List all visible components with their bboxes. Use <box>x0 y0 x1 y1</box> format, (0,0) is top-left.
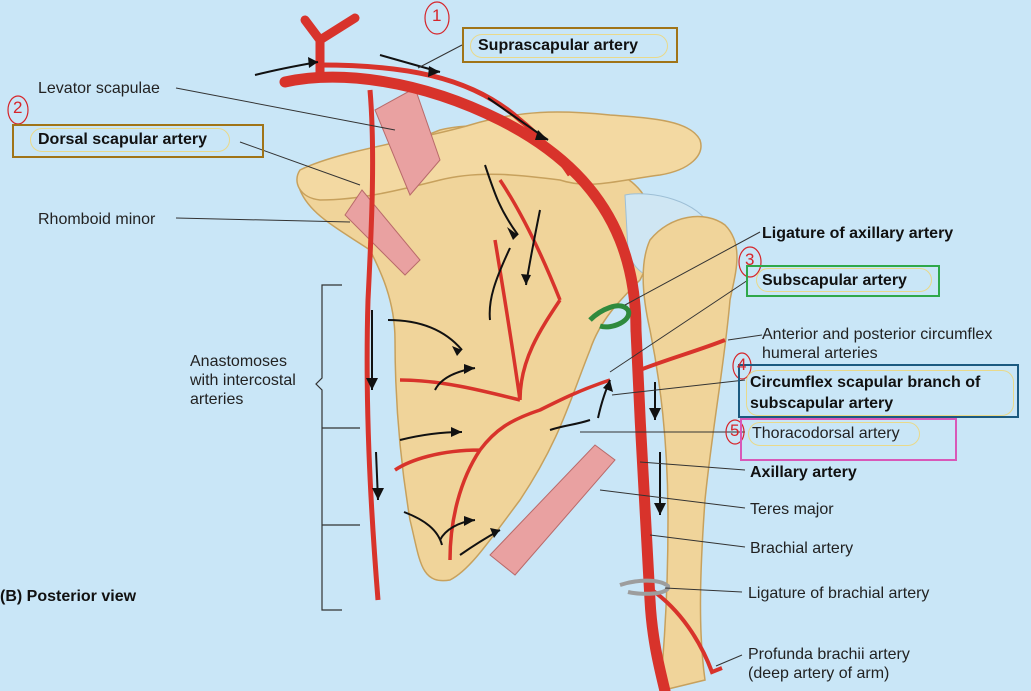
label-anastomoses-3: arteries <box>190 391 244 408</box>
label-circumflex-humeral-1: Anterior and posterior circumflex <box>762 326 993 343</box>
label-circumflex-scapular-1: Circumflex scapular branch of <box>750 374 981 391</box>
label-anastomoses-1: Anastomoses <box>190 353 287 370</box>
box-circumflex-scapular <box>738 364 1019 418</box>
label-posterior-view: (B) Posterior view <box>0 588 137 605</box>
annotation-number-5: 5 <box>730 421 740 440</box>
label-ligature-brachial-artery: Ligature of brachial artery <box>748 585 930 602</box>
label-profunda-brachii-1: Profunda brachii artery <box>748 646 910 663</box>
levator-scapulae-muscle <box>374 87 441 196</box>
highlight-dorsal-scapular <box>30 128 230 152</box>
label-dorsal-scapular-artery: Dorsal scapular artery <box>38 131 207 148</box>
box-subscapular <box>746 265 940 297</box>
box-dorsal-scapular <box>12 124 264 158</box>
dorsal-scapular-vessel <box>364 89 381 601</box>
circumflex-humeral-vessel <box>639 338 726 372</box>
box-thoracodorsal <box>740 418 957 461</box>
label-subscapular-artery: Subscapular artery <box>762 272 907 289</box>
ligature-brachial-knot <box>619 578 670 596</box>
label-circumflex-scapular-2: subscapular artery <box>750 395 894 412</box>
highlight-subscapular <box>756 268 932 292</box>
highlight-circumflex-scapular <box>746 370 1014 416</box>
thyrocervical-trunk <box>300 13 360 80</box>
highlight-thoracodorsal <box>748 422 920 446</box>
suprascapular-artery-vessel <box>319 62 573 177</box>
axillary-brachial-artery <box>630 324 671 691</box>
annotation-number-2: 2 <box>13 98 23 117</box>
handwritten-circles <box>7 1 762 445</box>
label-profunda-brachii-2: (deep artery of arm) <box>748 665 890 682</box>
acromion-bone <box>296 111 702 201</box>
anastomoses-bracket <box>315 284 360 611</box>
rhomboid-minor-muscle <box>344 189 421 276</box>
box-suprascapular <box>462 27 678 63</box>
annotation-number-3: 3 <box>745 250 755 269</box>
label-suprascapular-artery: Suprascapular artery <box>478 37 639 54</box>
label-rhomboid-minor: Rhomboid minor <box>38 211 156 228</box>
arrow-heads <box>308 57 666 538</box>
ligature-axillary-knot <box>588 303 632 330</box>
leader-lines <box>175 44 763 667</box>
highlight-suprascapular <box>470 34 668 58</box>
label-levator-scapulae: Levator scapulae <box>38 80 160 97</box>
label-thoracodorsal-artery: Thoracodorsal artery <box>752 425 900 442</box>
label-axillary-artery: Axillary artery <box>750 464 857 481</box>
label-brachial-artery: Brachial artery <box>750 540 854 557</box>
humerus-bone <box>642 215 738 691</box>
label-anastomoses-2: with intercostal <box>190 372 296 389</box>
label-teres-major: Teres major <box>750 501 834 518</box>
label-circumflex-humeral-2: humeral arteries <box>762 345 878 362</box>
annotation-number-4: 4 <box>737 355 747 374</box>
profunda-brachii-vessel <box>650 588 723 675</box>
annotation-number-1: 1 <box>432 6 442 25</box>
subscapular-branches <box>394 179 611 561</box>
label-ligature-axillary-artery: Ligature of axillary artery <box>762 225 954 242</box>
teres-major-muscle <box>489 444 616 576</box>
